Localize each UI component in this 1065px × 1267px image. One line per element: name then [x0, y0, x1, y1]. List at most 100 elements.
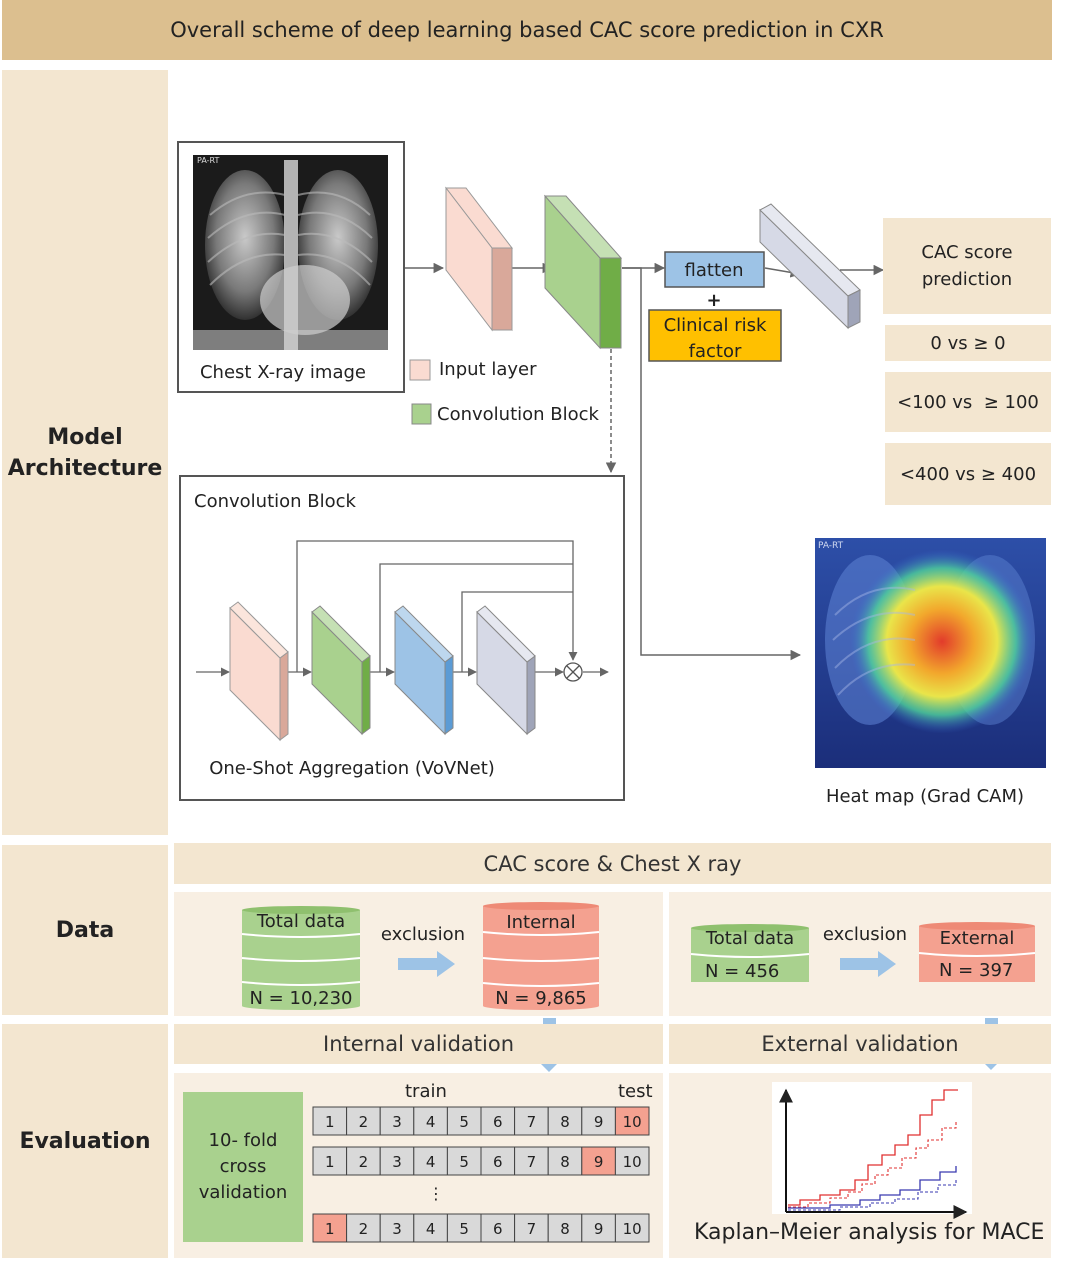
fold-number: 10: [623, 1153, 642, 1171]
section-label-model-architecture: Model Architecture: [7, 424, 163, 481]
fold-cell: [312, 1213, 348, 1243]
fold-number: 3: [392, 1113, 402, 1131]
internal-total-n: N = 10,230: [250, 988, 353, 1009]
internal-result-label: Internal: [506, 912, 575, 933]
fold-number: 6: [493, 1220, 503, 1238]
fold-cell: [346, 1213, 381, 1243]
external-exclusion-arrow: [840, 951, 896, 977]
plus-sign: +: [706, 290, 721, 311]
fold-cell: [514, 1106, 549, 1136]
fold-number: 7: [527, 1113, 537, 1131]
fold-number: 6: [493, 1113, 503, 1131]
fold-cell: [514, 1213, 549, 1243]
clinical-risk-line2: factor: [689, 341, 742, 362]
fold-cell: [413, 1213, 448, 1243]
section-data: Data: [2, 845, 168, 1015]
clinical-risk-box: [648, 309, 782, 362]
internal-total-label: Total data: [256, 911, 345, 932]
external-result-n: N = 397: [939, 960, 1013, 981]
title-bar: Overall scheme of deep learning based CA…: [2, 0, 1052, 60]
data-header: CAC score & Chest X ray: [174, 843, 1051, 884]
conv-block-title: Convolution Block: [194, 491, 357, 512]
osa-block-green: [311, 605, 371, 736]
section-label-evaluation: Evaluation: [19, 1128, 151, 1154]
fold-number: 4: [426, 1153, 436, 1171]
output-threshold-0: 0 vs ≥ 0: [885, 325, 1051, 361]
fold-number: 7: [527, 1220, 537, 1238]
fold-number: 10: [623, 1113, 642, 1131]
external-exclusion-label: exclusion: [823, 924, 907, 945]
legend-conv-label: Convolution Block: [437, 404, 600, 425]
fold-cell: [346, 1146, 381, 1176]
fold-cell: [312, 1106, 348, 1136]
internal-validation-header: Internal validation: [174, 1024, 663, 1064]
osa-label: One-Shot Aggregation (VoVNet): [209, 758, 495, 779]
fold-cell: [581, 1213, 616, 1243]
fold-number: 10: [623, 1220, 642, 1238]
fold-cell: [446, 1106, 482, 1136]
heatmap-tag: PA-RT: [818, 541, 844, 551]
fold-cell: [346, 1106, 381, 1136]
km-label: Kaplan–Meier analysis for MACE: [694, 1220, 1045, 1245]
internal-result-n: N = 9,865: [495, 988, 587, 1009]
fold-number: 9: [594, 1153, 604, 1171]
xray-tag: PA-RT: [197, 156, 219, 165]
clinical-risk-line1: Clinical risk: [664, 315, 767, 336]
fold-number: 6: [493, 1153, 503, 1171]
dense-layer-block: [759, 203, 861, 330]
fold-number: 8: [560, 1153, 570, 1171]
xray-image: [193, 155, 388, 350]
legend-conv-swatch: [411, 403, 432, 425]
fold-cell: [312, 1146, 348, 1176]
output-threshold-400: <400 vs ≥ 400: [885, 443, 1051, 505]
fold-number: 3: [392, 1153, 402, 1171]
fold-number: 8: [560, 1113, 570, 1131]
heatmap-image: [815, 538, 1046, 768]
fold-number: 1: [325, 1220, 335, 1238]
osa-block-blue: [394, 605, 454, 736]
heatmap-label: Heat map (Grad CAM): [826, 786, 1024, 807]
fold-cell: [446, 1146, 482, 1176]
fold-cell: [614, 1146, 650, 1176]
internal-result-db: [482, 902, 600, 1010]
external-result-db: [918, 922, 1036, 982]
fold-number: 5: [459, 1220, 469, 1238]
km-plot-bg: [772, 1082, 972, 1214]
fold-cell: [547, 1106, 583, 1136]
legend-input-label: Input layer: [439, 359, 537, 380]
internal-total-db: [241, 906, 361, 1010]
fold-cell: [581, 1146, 616, 1176]
cv-label-box: 10- fold cross validation: [183, 1092, 303, 1242]
fold-number: 5: [459, 1113, 469, 1131]
xray-label: Chest X-ray image: [200, 362, 366, 383]
osa-block-gray: [476, 605, 536, 736]
fold-cell: [480, 1106, 516, 1136]
fold-number: 4: [426, 1113, 436, 1131]
fold-number: 1: [325, 1113, 335, 1131]
fold-cell: [614, 1213, 650, 1243]
flatten-box: [664, 251, 765, 288]
flatten-label: flatten: [685, 260, 744, 281]
fold-number: 9: [594, 1220, 604, 1238]
section-evaluation: Evaluation: [2, 1024, 168, 1258]
fold-number: 7: [527, 1153, 537, 1171]
internal-exclusion-label: exclusion: [381, 924, 465, 945]
fold-number: 8: [560, 1220, 570, 1238]
fold-number: 3: [392, 1220, 402, 1238]
page-title: Overall scheme of deep learning based CA…: [170, 18, 884, 42]
cac-output-box: CAC score prediction: [883, 218, 1051, 314]
output-threshold-100: <100 vs ≥ 100: [885, 372, 1051, 432]
fold-cell: [413, 1146, 448, 1176]
internal-exclusion-arrow: [398, 951, 455, 977]
external-validation-header: External validation: [669, 1024, 1051, 1064]
fold-number: 9: [594, 1113, 604, 1131]
km-plot: [779, 1088, 968, 1219]
fold-number: 2: [359, 1220, 369, 1238]
model-architecture-diagram: PA-RT Chest X-ray image Input layer Conv…: [177, 141, 1046, 807]
section-model-architecture: Model Architecture: [2, 70, 168, 835]
fold-cell: [614, 1106, 650, 1136]
osa-block-input: [229, 601, 289, 742]
fold-number: 5: [459, 1153, 469, 1171]
